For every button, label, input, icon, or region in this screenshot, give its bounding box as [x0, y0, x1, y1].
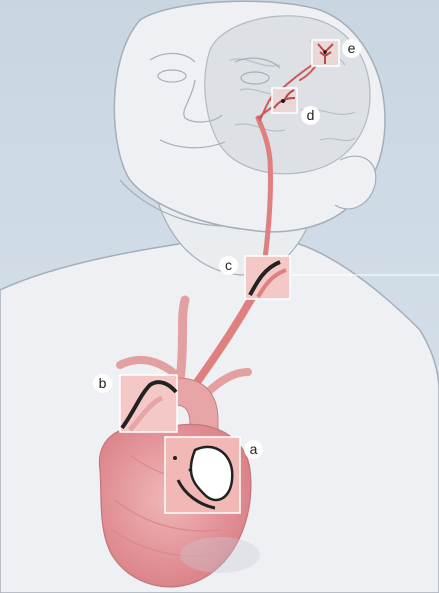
- inset-a: [165, 437, 240, 513]
- inset-e: [312, 40, 339, 66]
- heart-shadow: [180, 537, 260, 573]
- label-e: e: [342, 39, 361, 58]
- left-subclavian-artery: [180, 300, 185, 380]
- label-d: d: [301, 106, 320, 125]
- label-a: a: [244, 440, 263, 459]
- label-c: c: [219, 256, 238, 275]
- inset-c: [245, 256, 290, 299]
- label-b: b: [93, 374, 112, 393]
- inset-d: [272, 88, 297, 113]
- inset-b: [120, 375, 177, 432]
